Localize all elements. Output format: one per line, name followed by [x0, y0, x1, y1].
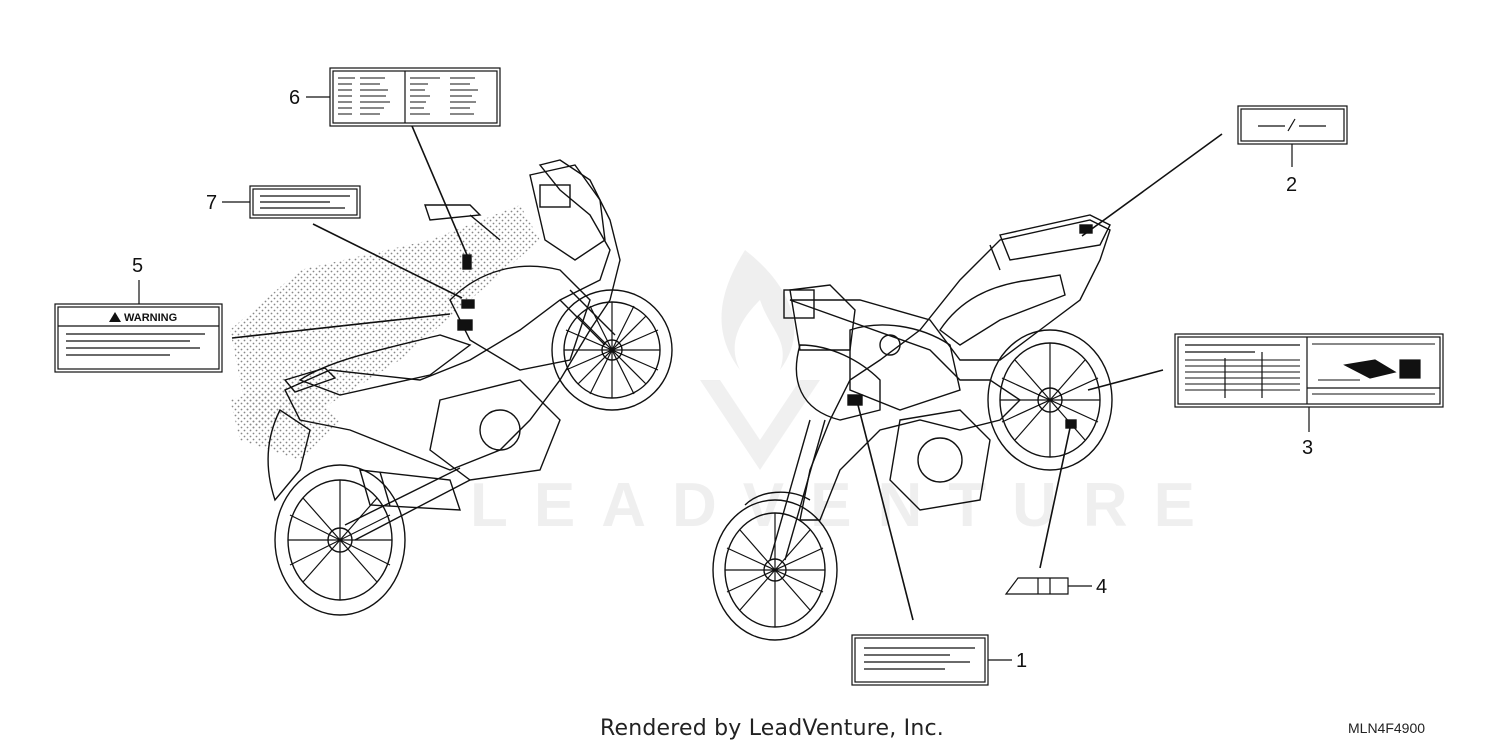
callout-1: 1: [1016, 650, 1027, 672]
callout-6: 6: [289, 87, 300, 109]
leadventure-flame-logo-icon: [700, 250, 820, 470]
label-3-illustration: [1174, 333, 1444, 408]
watermark: LEADVENTURE: [470, 471, 1222, 540]
callout-2: 2: [1286, 174, 1297, 196]
motorcycle-left-view-icon: [230, 159, 673, 616]
warning-triangle-icon: [109, 312, 121, 322]
label-6-illustration: [329, 67, 501, 127]
warning-label-text: WARNING: [124, 312, 177, 324]
callout-5: 5: [132, 255, 143, 277]
callout-4: 4: [1096, 576, 1107, 598]
footer-credit: Rendered by LeadVenture, Inc.: [600, 716, 944, 741]
label-1-illustration: [851, 634, 989, 686]
label-7-illustration: [249, 185, 361, 219]
diagram-code: MLN4F4900: [1348, 720, 1426, 736]
callout-3: 3: [1302, 437, 1313, 459]
label-2-illustration: [1237, 105, 1348, 145]
motorcycle-right-view-icon: [712, 214, 1113, 641]
callout-7: 7: [206, 192, 217, 214]
label-4-illustration: [1004, 577, 1069, 595]
